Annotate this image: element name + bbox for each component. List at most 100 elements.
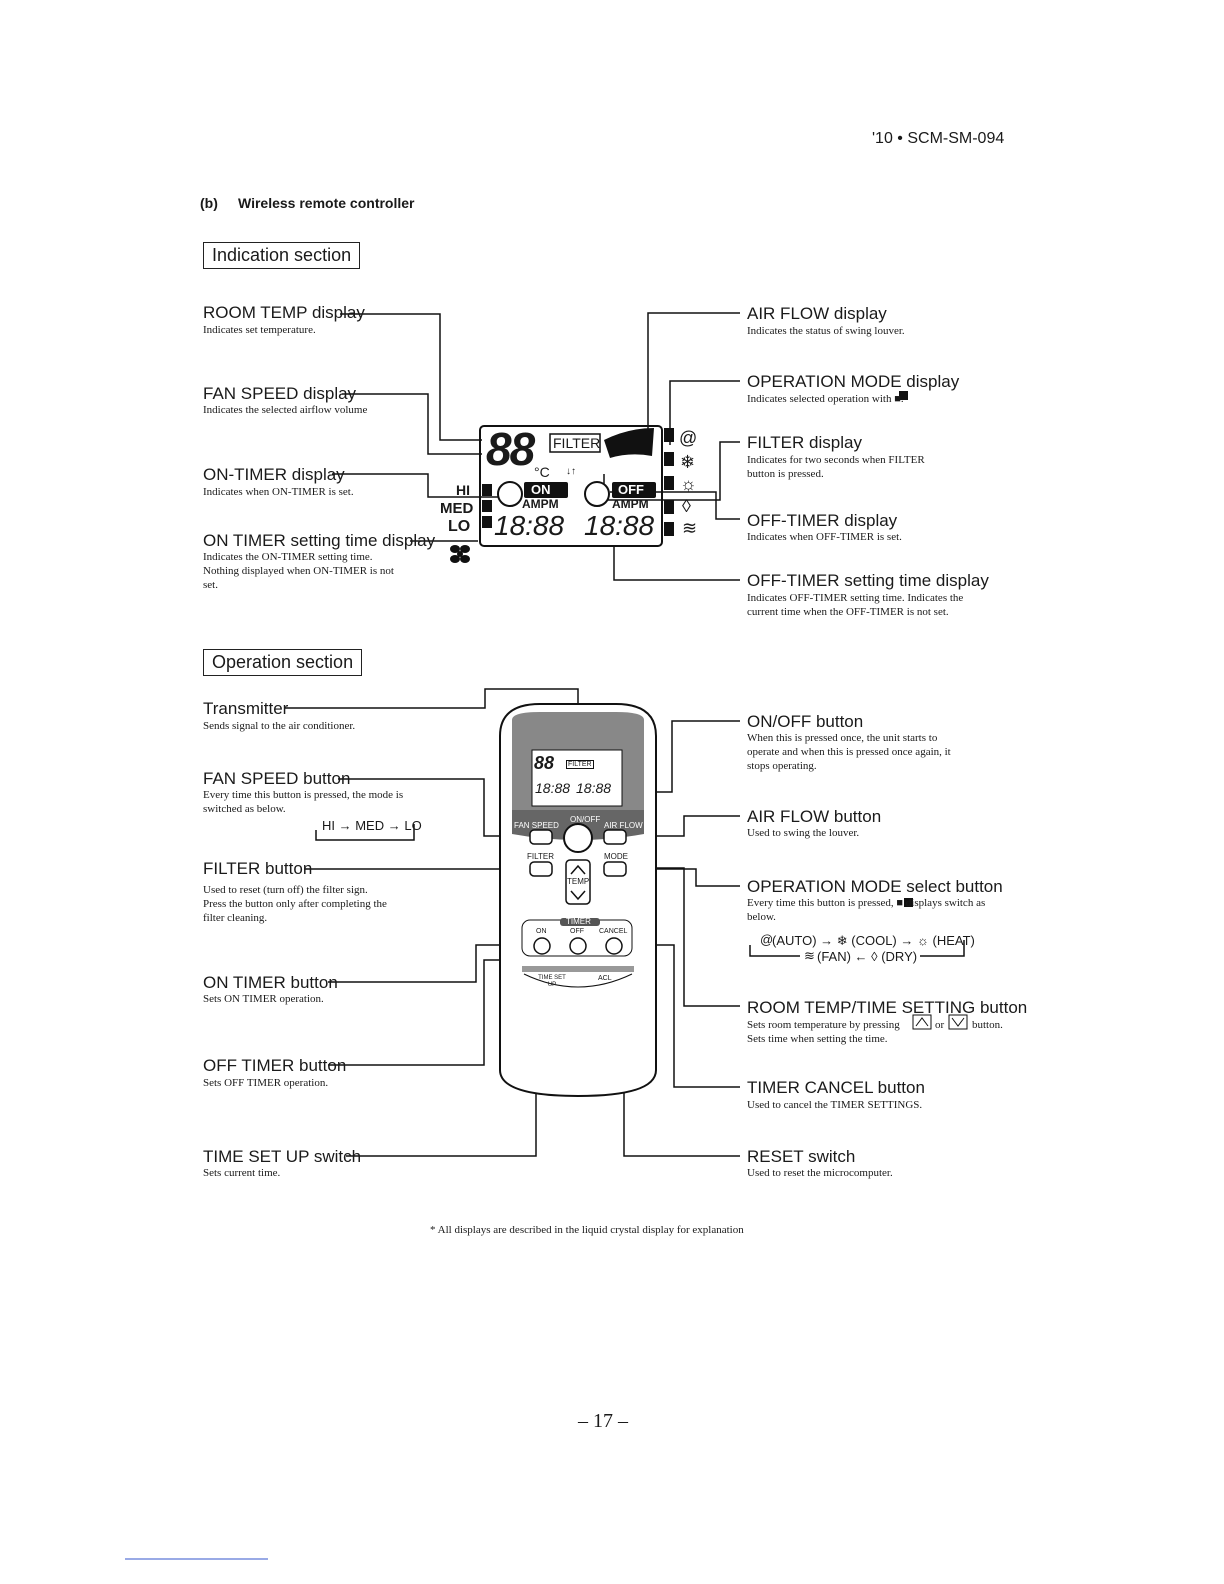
remote-filter-label: FILTER bbox=[527, 852, 554, 861]
on-timer-button-title: ON TIMER button bbox=[203, 973, 338, 992]
fan-icon: ≋ bbox=[804, 948, 815, 963]
heat-mode-icon: ☼ bbox=[680, 474, 697, 494]
onoff-button-title: ON/OFF button bbox=[747, 712, 864, 731]
off-timer-button[interactable] bbox=[570, 938, 586, 954]
document-id: '10 • SCM-SM-094 bbox=[872, 130, 1005, 147]
onoff-button[interactable] bbox=[564, 824, 592, 852]
time-setup-switch-title: TIME SET UP switch bbox=[203, 1147, 362, 1166]
temp-up-button[interactable] bbox=[566, 860, 590, 882]
reset-switch[interactable] bbox=[600, 966, 620, 974]
transmitter-title: Transmitter bbox=[203, 699, 289, 718]
on-timer-button-desc: Sets ON TIMER operation. bbox=[203, 993, 324, 1005]
lcd-louver-arrows: ↓↑ bbox=[566, 466, 576, 477]
cool-mode-icon: ❄ bbox=[680, 452, 696, 472]
filter-button-desc: Used to reset (turn off) the filter sign… bbox=[203, 884, 387, 924]
indication-section-box: Indication section bbox=[203, 242, 361, 269]
operation-mode-display-title: OPERATION MODE display bbox=[747, 372, 960, 391]
air-flow-button-desc: Used to swing the louver. bbox=[747, 827, 860, 839]
remote-on-label: ON bbox=[536, 928, 547, 935]
lcd-time-off: 18:88 bbox=[584, 510, 655, 541]
off-timer-time-display-title: OFF-TIMER setting time display bbox=[747, 571, 989, 590]
remote-body bbox=[499, 703, 657, 1098]
air-flow-button-title: AIR FLOW button bbox=[747, 807, 882, 826]
remote-acl-label: ACL bbox=[598, 975, 612, 982]
on-timer-button[interactable] bbox=[534, 938, 550, 954]
room-temp-display-desc: Indicates set temperature. bbox=[203, 324, 316, 336]
filter-button-title: FILTER button bbox=[203, 859, 313, 878]
operation-section-box: Operation section bbox=[203, 649, 363, 676]
lcd-temp-unit: °C bbox=[534, 464, 550, 480]
operation-mode-sequence-2: (FAN) ← ◊ (DRY) bbox=[817, 949, 918, 964]
fan-speed-button-desc: Every time this button is pressed, the m… bbox=[203, 789, 404, 815]
fan-speed-button[interactable] bbox=[530, 830, 552, 844]
lcd-filter-label: FILTER bbox=[553, 435, 601, 451]
operation-mode-button-desc: Every time this button is pressed, ■ dis… bbox=[747, 897, 986, 923]
operation-mode-sequence-1: (AUTO) → ❄ (COOL) → ☼ (HEAT) bbox=[772, 933, 975, 948]
lcd-off: OFF bbox=[618, 482, 644, 497]
room-temp-button-title: ROOM TEMP/TIME SETTING button bbox=[747, 998, 1028, 1017]
remote-cancel-label: CANCEL bbox=[599, 928, 628, 935]
remote-time-setup-label: TIME SET UP bbox=[538, 975, 566, 988]
lcd-temp-digits: 88 bbox=[486, 423, 535, 475]
onoff-button-desc: When this is pressed once, the unit star… bbox=[747, 732, 951, 772]
fan-speed-sequence: HI → MED → LO bbox=[322, 818, 422, 833]
off-timer-button-title: OFF TIMER button bbox=[203, 1056, 347, 1075]
subsection-title: Wireless remote controller bbox=[238, 195, 415, 211]
remote-temp-label: TEMP bbox=[567, 877, 590, 886]
off-timer-display-title: OFF-TIMER display bbox=[747, 511, 898, 530]
filter-display-title: FILTER display bbox=[747, 433, 862, 452]
mode-button[interactable] bbox=[604, 862, 626, 876]
on-timer-display-desc: Indicates when ON-TIMER is set. bbox=[203, 486, 354, 498]
remote-air-flow-label: AIR FLOW bbox=[604, 821, 643, 830]
remote-off-label: OFF bbox=[570, 928, 584, 935]
temp-down-button[interactable] bbox=[566, 882, 590, 904]
remote-fan-speed-label: FAN SPEED bbox=[514, 821, 559, 830]
remote-mode-label: MODE bbox=[604, 852, 628, 861]
room-temp-button-desc-1: Sets room temperature by pressing bbox=[747, 1019, 900, 1031]
air-flow-display-desc: Indicates the status of swing louver. bbox=[747, 325, 905, 337]
remote-lcd-time-off: 18:88 bbox=[576, 780, 612, 796]
timer-cancel-button-desc: Used to cancel the TIMER SETTINGS. bbox=[747, 1099, 923, 1111]
lcd-hi: HI bbox=[456, 482, 470, 498]
filter-button[interactable] bbox=[530, 862, 552, 876]
room-temp-button-desc-or: or bbox=[935, 1019, 945, 1031]
off-timer-button-desc: Sets OFF TIMER operation. bbox=[203, 1077, 329, 1089]
air-flow-display-title: AIR FLOW display bbox=[747, 304, 887, 323]
off-timer-display-desc: Indicates when OFF-TIMER is set. bbox=[747, 531, 902, 543]
fan-speed-display-title: FAN SPEED display bbox=[203, 384, 357, 403]
footnote: * All displays are described in the liqu… bbox=[430, 1224, 744, 1236]
on-timer-time-display-title: ON TIMER setting time display bbox=[203, 531, 436, 550]
operation-mode-display-desc: Indicates selected operation with ■. bbox=[747, 393, 904, 405]
fan-speed-button-title: FAN SPEED button bbox=[203, 769, 351, 788]
filter-display-desc: Indicates for two seconds when FILTER bu… bbox=[747, 454, 925, 480]
time-setup-switch[interactable] bbox=[540, 966, 560, 974]
time-setup-switch-desc: Sets current time. bbox=[203, 1167, 281, 1179]
timer-cancel-button[interactable] bbox=[606, 938, 622, 954]
remote-lcd-digits: 88 bbox=[534, 753, 555, 773]
room-temp-button-desc-end: button. bbox=[972, 1019, 1003, 1031]
lcd-lo: LO bbox=[448, 518, 471, 535]
fan-mode-icon: ≋ bbox=[682, 518, 698, 538]
air-flow-button[interactable] bbox=[604, 830, 626, 844]
fan-speed-display-desc: Indicates the selected airflow volume bbox=[203, 404, 368, 416]
transmitter-desc: Sends signal to the air conditioner. bbox=[203, 720, 356, 732]
lcd-ampm-on: AMPM bbox=[522, 497, 559, 511]
auto-mode-icon: @ bbox=[679, 428, 698, 448]
off-timer-time-display-desc: Indicates OFF-TIMER setting time. Indica… bbox=[747, 592, 964, 618]
lcd-med: MED bbox=[440, 500, 474, 517]
lcd-on: ON bbox=[531, 482, 551, 497]
reset-switch-desc: Used to reset the microcomputer. bbox=[747, 1167, 893, 1179]
remote-lcd-filter: FILTER bbox=[566, 760, 594, 769]
page-number: – 17 – bbox=[578, 1410, 628, 1432]
subsection-label: (b) bbox=[200, 195, 218, 211]
remote-onoff-label: ON/OFF bbox=[570, 815, 601, 824]
remote-lcd-time-on: 18:88 bbox=[535, 780, 571, 796]
auto-icon: @ bbox=[760, 932, 774, 947]
on-timer-display-title: ON-TIMER display bbox=[203, 465, 345, 484]
dry-mode-icon: ◊ bbox=[682, 496, 691, 516]
room-temp-display-title: ROOM TEMP display bbox=[203, 303, 365, 322]
timer-cancel-button-title: TIMER CANCEL button bbox=[747, 1078, 925, 1097]
lcd-ampm-off: AMPM bbox=[612, 497, 649, 511]
operation-mode-button-title: OPERATION MODE select button bbox=[747, 877, 1003, 896]
